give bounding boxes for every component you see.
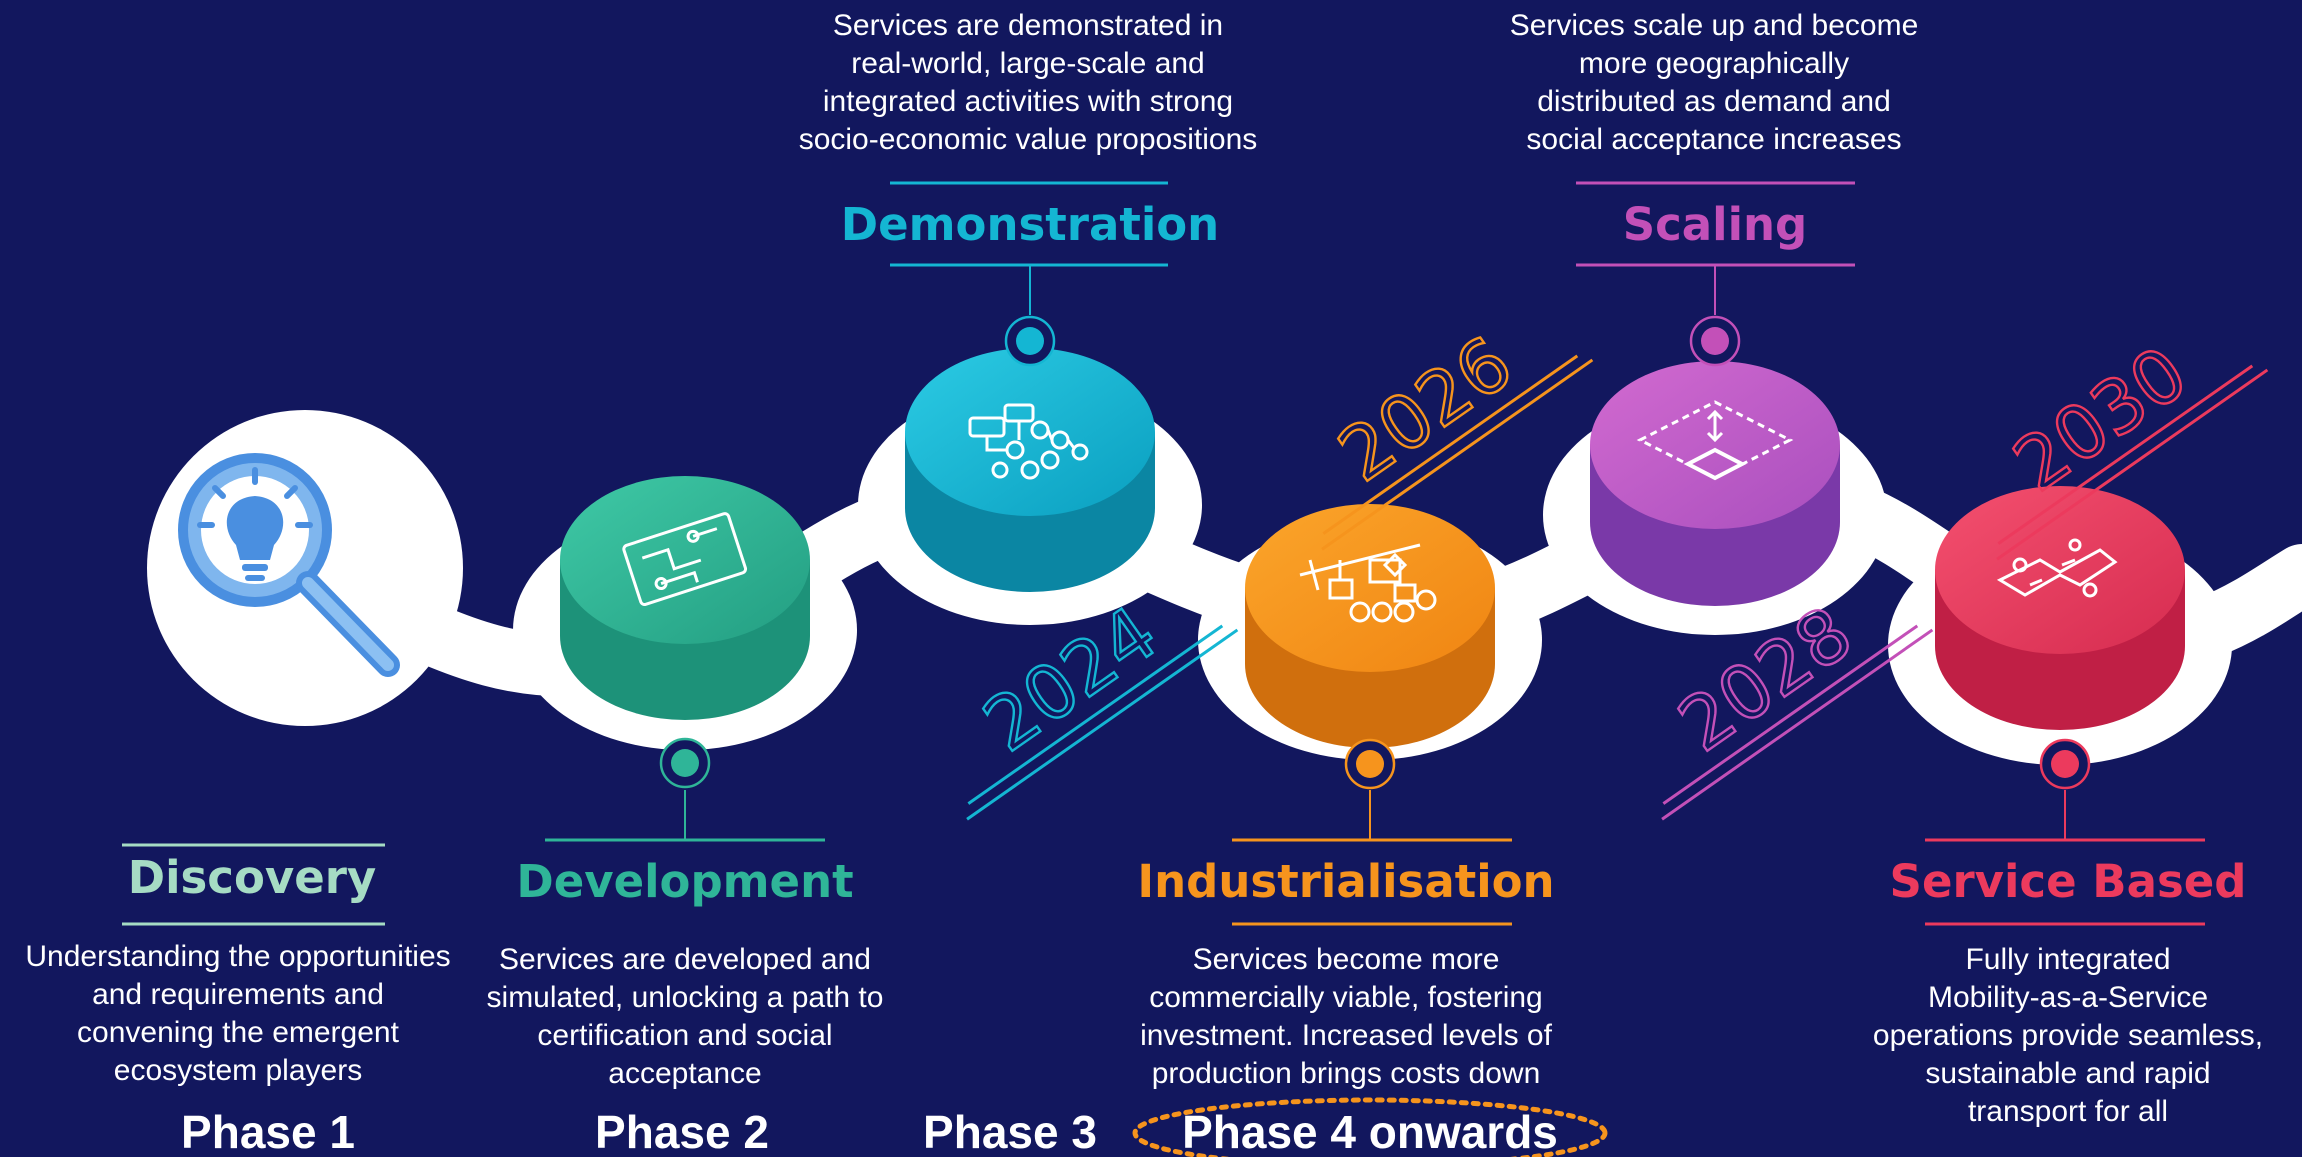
- phase-label-1: Phase 1: [181, 1106, 355, 1157]
- svg-text:operations provide seamless,: operations provide seamless,: [1873, 1019, 2263, 1052]
- stage-title-discovery: Discovery: [128, 851, 377, 904]
- svg-text:real-world, large-scale and: real-world, large-scale and: [851, 47, 1205, 80]
- flow-network-icon: [968, 403, 1089, 480]
- discovery-node: [147, 410, 463, 726]
- svg-text:sustainable and rapid: sustainable and rapid: [1925, 1057, 2210, 1090]
- svg-text:socio-economic value propositi: socio-economic value propositions: [799, 123, 1258, 156]
- connector-scaling: [1576, 181, 1855, 367]
- stage-title-industrialisation: Industrialisation: [1137, 855, 1554, 908]
- scaling-node: [1590, 361, 1840, 606]
- svg-text:2030: 2030: [1999, 330, 2203, 508]
- svg-text:more geographically: more geographically: [1579, 47, 1849, 80]
- svg-text:investment. Increased levels o: investment. Increased levels of: [1140, 1019, 1553, 1052]
- svg-text:production brings costs down: production brings costs down: [1152, 1057, 1541, 1090]
- circuit-blueprint-icon: [622, 512, 748, 606]
- svg-text:2026: 2026: [1324, 320, 1528, 498]
- stage-title-development: Development: [516, 855, 853, 908]
- svg-text:and requirements and: and requirements and: [92, 978, 384, 1011]
- mobility-service-icon: [1996, 538, 2118, 598]
- svg-text:commercially viable, fostering: commercially viable, fostering: [1149, 981, 1542, 1014]
- stage-title-service-based: Service Based: [1890, 855, 2247, 908]
- connector-service-based: [1925, 738, 2205, 926]
- connector-demonstration: [890, 181, 1168, 367]
- phase-4-highlight: [1132, 1097, 1608, 1157]
- svg-text:Services are developed and: Services are developed and: [499, 943, 871, 976]
- lightbulb-magnifier-icon: [178, 453, 400, 677]
- production-line-icon: [1299, 543, 1437, 623]
- stage-description-development: Services are developed and simulated, un…: [487, 943, 884, 1090]
- connector-industrialisation: [1232, 738, 1512, 926]
- svg-text:Fully integrated: Fully integrated: [1965, 943, 2170, 976]
- development-node: [560, 476, 810, 720]
- svg-text:convening the emergent: convening the emergent: [77, 1016, 400, 1049]
- connector-discovery: [122, 843, 385, 926]
- phase-label-3: Phase 3: [923, 1106, 1097, 1157]
- stage-title-demonstration: Demonstration: [841, 198, 1219, 251]
- svg-text:acceptance: acceptance: [608, 1057, 761, 1090]
- stage-title-scaling: Scaling: [1623, 198, 1808, 251]
- svg-text:simulated, unlocking a path to: simulated, unlocking a path to: [487, 981, 884, 1014]
- svg-text:certification and social: certification and social: [537, 1019, 832, 1052]
- service-based-node: [1935, 486, 2185, 730]
- stage-description-demonstration: Services are demonstrated in real-world,…: [799, 9, 1258, 156]
- stage-description-service-based: Fully integrated Mobility-as-a-Service o…: [1873, 943, 2263, 1128]
- svg-text:Services scale up and become: Services scale up and become: [1510, 9, 1919, 42]
- stage-description-industrialisation: Services become more commercially viable…: [1140, 943, 1553, 1090]
- demonstration-node: [905, 348, 1155, 592]
- svg-text:ecosystem players: ecosystem players: [114, 1054, 362, 1087]
- scale-up-box-icon: [1636, 400, 1794, 481]
- svg-text:Mobility-as-a-Service: Mobility-as-a-Service: [1928, 981, 2208, 1014]
- svg-text:transport for all: transport for all: [1968, 1095, 2168, 1128]
- svg-text:social acceptance increases: social acceptance increases: [1526, 123, 1901, 156]
- phase-label-4: Phase 4 onwards: [1182, 1106, 1558, 1157]
- phase-label-2: Phase 2: [595, 1106, 769, 1157]
- stage-description-discovery: Understanding the opportunities and requ…: [25, 940, 450, 1087]
- svg-text:integrated activities with str: integrated activities with strong: [823, 85, 1233, 118]
- stage-description-scaling: Services scale up and become more geogra…: [1510, 9, 1919, 156]
- industrialisation-node: [1245, 504, 1495, 748]
- connector-development: [545, 737, 825, 842]
- svg-text:Services become more: Services become more: [1193, 943, 1500, 976]
- svg-text:distributed as demand and: distributed as demand and: [1537, 85, 1891, 118]
- svg-text:Services are demonstrated in: Services are demonstrated in: [833, 9, 1223, 42]
- svg-text:Understanding the opportunitie: Understanding the opportunities: [25, 940, 450, 973]
